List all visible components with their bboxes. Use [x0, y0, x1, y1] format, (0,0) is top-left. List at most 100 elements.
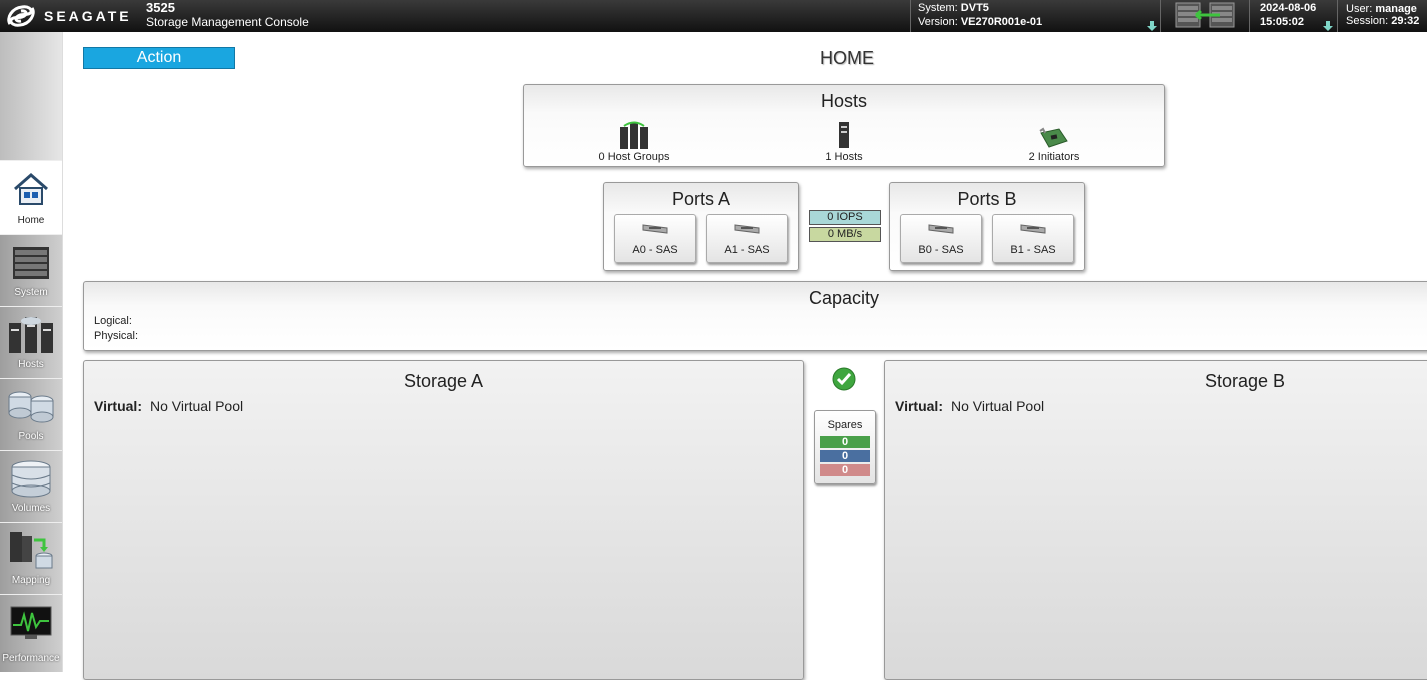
sidebar-header	[0, 32, 62, 160]
sidebar-item-label: System	[14, 287, 48, 298]
enclosure-status-icon[interactable]	[1174, 1, 1238, 35]
performance-icon	[6, 601, 56, 645]
model-number: 3525	[146, 0, 175, 15]
virtual-pool-value: No Virtual Pool	[149, 398, 244, 414]
iops-metric: 0 IOPS	[809, 210, 881, 225]
capacity-title: Capacity	[808, 288, 880, 308]
sas-port-icon	[901, 223, 981, 239]
top-bar: SEAGATE 3525 Storage Management Console …	[0, 0, 1427, 32]
system-rack-icon	[6, 241, 56, 285]
user-name: manage	[1375, 3, 1417, 15]
storage-b-panel[interactable]: Storage B Virtual: No Virtual Pool	[884, 360, 1427, 680]
spares-other-count: 0	[820, 464, 870, 476]
sas-port-icon	[993, 223, 1073, 239]
sas-port-icon	[615, 223, 695, 239]
spares-dedicated-count: 0	[820, 450, 870, 462]
initiators-count: 2 Initiators	[1028, 151, 1080, 163]
product-name: Storage Management Console	[146, 15, 309, 29]
version-label: Version:	[918, 16, 958, 28]
version-value: VE270R001e-01	[960, 16, 1043, 28]
storage-b-virtual-row: Virtual: No Virtual Pool	[895, 398, 1044, 414]
sidebar-item-label: Performance	[2, 653, 60, 664]
system-name: DVT5	[960, 2, 989, 14]
logical-capacity-label: Logical:	[94, 315, 132, 327]
storage-b-title: Storage B	[1204, 371, 1286, 391]
hosts-panel[interactable]: Hosts 0 Host Groups 1 Hosts	[523, 84, 1165, 167]
home-icon	[6, 167, 56, 211]
sidebar-item-volumes[interactable]: Volumes	[0, 450, 62, 522]
port-label: A1 - SAS	[724, 244, 770, 256]
sas-port-icon	[707, 223, 787, 239]
user-label: User:	[1346, 3, 1373, 15]
header-divider	[1249, 0, 1250, 32]
user-info[interactable]: User: manage Session: 29:32	[1346, 3, 1419, 27]
header-divider	[1160, 0, 1161, 32]
system-label: System:	[918, 2, 958, 14]
sidebar-item-label: Mapping	[11, 575, 51, 586]
datetime-expand-icon[interactable]	[1323, 21, 1333, 31]
system-info: System: DVT5 Version: VE270R001e-01	[918, 1, 1042, 29]
brand-name: SEAGATE	[44, 8, 132, 24]
ports-b-title: Ports B	[957, 189, 1017, 209]
health-ok-check-icon[interactable]	[832, 367, 856, 391]
session-timer: 29:32	[1391, 15, 1420, 27]
current-time: 15:05:02	[1260, 16, 1305, 28]
date-time: 2024-08-06 15:05:02	[1260, 1, 1316, 29]
port-a0-card[interactable]: A0 - SAS	[614, 214, 696, 263]
sidebar-item-mapping[interactable]: Mapping	[0, 522, 62, 594]
header-divider	[910, 0, 911, 32]
sidebar-item-performance[interactable]: Performance	[0, 594, 62, 672]
port-label: B0 - SAS	[918, 244, 964, 256]
ports-a-title: Ports A	[671, 189, 731, 209]
sidebar-item-label: Pools	[18, 431, 44, 442]
pools-icon	[6, 385, 56, 429]
storage-a-title: Storage A	[403, 371, 484, 391]
sidebar-divider	[62, 32, 63, 672]
header-divider	[1337, 0, 1338, 32]
hosts-icon	[6, 313, 56, 357]
initiators-item[interactable]: 2 Initiators	[979, 115, 1129, 163]
virtual-pool-value: No Virtual Pool	[950, 398, 1045, 414]
storage-a-virtual-row: Virtual: No Virtual Pool	[94, 398, 243, 414]
virtual-label: Virtual:	[895, 398, 943, 414]
host-groups-item[interactable]: 0 Host Groups	[559, 115, 709, 163]
spares-title: Spares	[827, 419, 863, 431]
port-b1-card[interactable]: B1 - SAS	[992, 214, 1074, 263]
seagate-swirl-icon	[7, 5, 35, 27]
sidebar-item-system[interactable]: System	[0, 234, 62, 306]
host-groups-icon	[559, 115, 709, 149]
sidebar-nav: Home System Hosts	[0, 32, 62, 672]
physical-capacity-label: Physical:	[94, 330, 139, 342]
hosts-item[interactable]: 1 Hosts	[769, 115, 919, 163]
ports-b-panel: Ports B B0 - SAS B1 - SAS	[889, 182, 1085, 271]
host-server-icon	[769, 115, 919, 149]
capacity-panel[interactable]: Capacity Logical: Physical:	[83, 281, 1427, 351]
volumes-icon	[6, 457, 56, 501]
port-a1-card[interactable]: A1 - SAS	[706, 214, 788, 263]
port-label: A0 - SAS	[632, 244, 678, 256]
page-title: HOME	[820, 48, 874, 68]
system-info-expand-icon[interactable]	[1147, 21, 1157, 31]
seagate-logo: SEAGATE	[4, 2, 132, 30]
hosts-count: 1 Hosts	[825, 151, 863, 163]
spares-panel[interactable]: Spares 0 0 0	[814, 410, 876, 484]
port-b0-card[interactable]: B0 - SAS	[900, 214, 982, 263]
session-label: Session:	[1346, 15, 1389, 27]
host-groups-count: 0 Host Groups	[598, 151, 670, 163]
sidebar-item-label: Volumes	[11, 503, 51, 514]
hosts-panel-title: Hosts	[820, 91, 867, 111]
sidebar-item-label: Hosts	[18, 359, 44, 370]
initiator-card-icon	[979, 115, 1129, 149]
ports-a-panel: Ports A A0 - SAS A1 - SAS	[603, 182, 799, 271]
sidebar-item-home[interactable]: Home	[0, 160, 62, 234]
spares-global-count: 0	[820, 436, 870, 448]
sidebar-item-pools[interactable]: Pools	[0, 378, 62, 450]
current-date: 2024-08-06	[1260, 2, 1317, 14]
port-label: B1 - SAS	[1010, 244, 1056, 256]
virtual-label: Virtual:	[94, 398, 142, 414]
sidebar-item-hosts[interactable]: Hosts	[0, 306, 62, 378]
sidebar-item-label: Home	[17, 215, 45, 226]
throughput-metric: 0 MB/s	[809, 227, 881, 242]
storage-a-panel[interactable]: Storage A Virtual: No Virtual Pool	[83, 360, 804, 680]
action-button[interactable]: Action	[83, 47, 235, 69]
